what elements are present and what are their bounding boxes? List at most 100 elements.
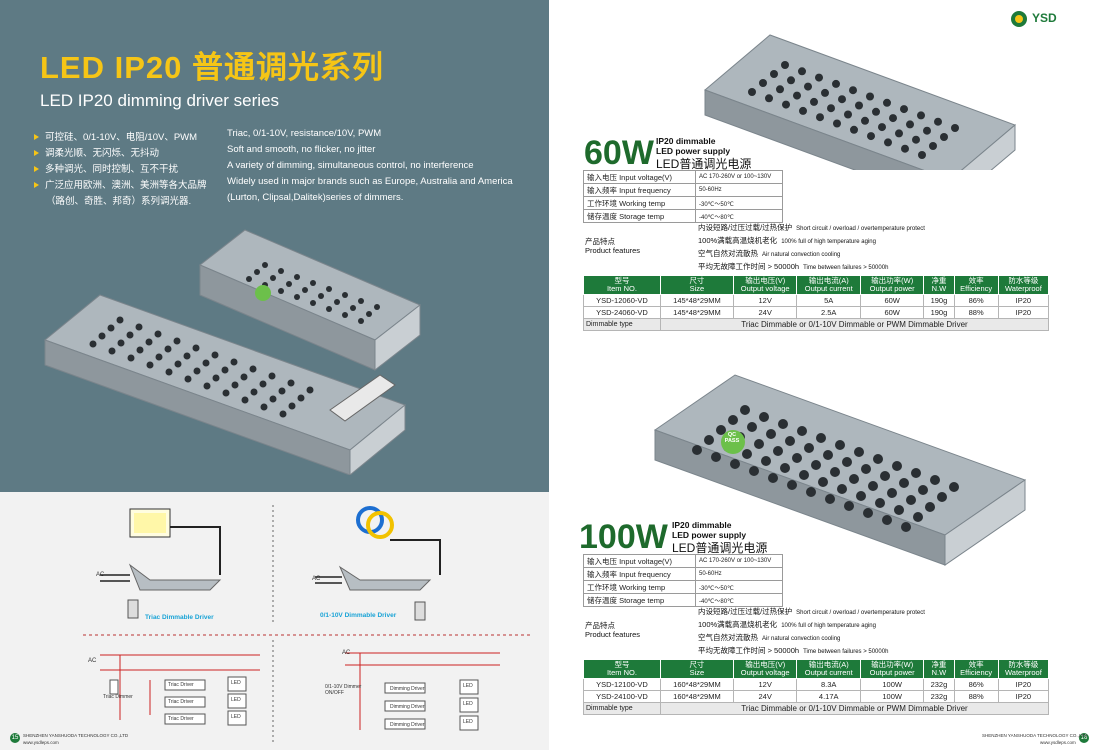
spec-label: 储存温度 Storage temp [583, 593, 696, 607]
vent-hole [873, 454, 883, 464]
watt-label: 60W [584, 134, 654, 172]
vent-hole [887, 488, 897, 498]
header-cn: 输出功率(W) [871, 276, 914, 285]
feature-cn-1: 调柔光顺、无闪烁、无抖动 [34, 145, 159, 159]
feature-cn-text: 调柔光顺、无闪烁、无抖动 [45, 148, 160, 159]
vent-hole [844, 110, 852, 119]
vent-hole [116, 316, 124, 324]
model-table-cell: 190g [923, 294, 955, 307]
triac-driver-icon [128, 563, 222, 591]
vent-hole [925, 502, 935, 512]
vent-hole [811, 460, 821, 470]
spec-row: 输入频率 Input frequency 50-60Hz [583, 183, 783, 197]
vent-hole [937, 492, 947, 502]
vent-hole [895, 129, 903, 138]
feature-label-en: Product features [585, 630, 641, 639]
feature-cn-4: （路创、奇胜、邦奇）系列调光器. [46, 193, 191, 207]
model-table-cell: YSD-24100-VD [583, 690, 661, 703]
spec-table: 输入电压 Input voltage(V) AC 170-260V or 100… [583, 170, 783, 223]
vent-hole [108, 347, 116, 355]
page-number-left: 15 [10, 733, 20, 743]
vent-hole [787, 76, 795, 85]
vent-hole [867, 132, 875, 141]
vent-hole [326, 286, 332, 292]
dimmable-en-1: IP20 dimmable [672, 520, 732, 530]
header-en: Item NO. [606, 668, 637, 677]
model-table-cell: 86% [953, 294, 999, 307]
vent-hole [778, 419, 788, 429]
model-table-cell: 160*48*29MM [659, 690, 734, 703]
feature-en: Time between failures > 50000h [803, 649, 889, 655]
feature-en: 100% full of high temperature aging [781, 239, 876, 245]
vent-hole [901, 522, 911, 532]
vent-hole [835, 440, 845, 450]
triac-driver-label: Triac Dimmable Driver [145, 614, 214, 621]
feature-cn-3: 广泛应用欧洲、澳洲、美洲等各大品牌 [34, 177, 207, 191]
triac-dimmer-label: Triac Dimmer [103, 694, 133, 700]
vent-hole [781, 61, 789, 69]
model-table-cell: 24V [732, 690, 798, 703]
vent-hole [799, 106, 807, 115]
vent-hole [880, 471, 890, 481]
ysd-logo: YSD [1010, 8, 1090, 35]
header-en: Output power [869, 668, 915, 677]
header-en: Efficiency [960, 668, 993, 677]
header-cn: 效率 [968, 276, 984, 285]
header-en: Size [689, 284, 705, 293]
vent-hole [231, 381, 239, 389]
header-en: Output power [869, 284, 915, 293]
model-table-cell: YSD-12100-VD [583, 678, 661, 691]
feature-cn: 空气自然对流散热 [698, 249, 758, 258]
feature-label-cn: 产品特点 [585, 237, 615, 246]
spec-row: 输入电压 Input voltage(V) AC 170-260V or 100… [583, 170, 783, 184]
vent-hole [849, 474, 859, 484]
vent-hole [174, 360, 182, 368]
model-table-cell: 160*48*29MM [659, 678, 734, 691]
vent-hole [940, 133, 948, 141]
vent-hole [818, 477, 828, 487]
header-cn: 净重 [931, 276, 947, 285]
circuit-driver-label-3: Triac Driver [168, 716, 194, 722]
vent-hole [254, 269, 260, 275]
header-en: Efficiency [960, 284, 993, 293]
header-cn: 输出电压(V) [745, 660, 786, 669]
vent-hole [249, 365, 257, 373]
dimmable-en-2: LED power supply [672, 530, 747, 540]
feature-cn: 内设短路/过压过载/过热保护 [698, 607, 793, 616]
vent-hole [918, 485, 928, 495]
dimmable-type-label: Dimmable type [583, 318, 661, 331]
header-en: Output voltage [740, 668, 790, 677]
vent-hole [117, 339, 125, 347]
model-table-cell: 5A [796, 294, 861, 307]
vent-hole [949, 482, 959, 492]
spec-value: -40℃～80℃ [695, 209, 783, 223]
vent-hole [212, 374, 220, 382]
vent-hole [776, 85, 784, 94]
bullet-triangle-icon [34, 150, 39, 157]
model-table-cell: 88% [953, 306, 999, 319]
vent-hole [825, 494, 835, 504]
vent-hole [269, 395, 277, 403]
feature-cn: 平均无故障工作时间 > 50000h [698, 262, 800, 271]
circuit-led-label-6: LED [463, 719, 473, 725]
vent-hole [765, 94, 773, 103]
dimmable-cn: LED普通调光电源 [656, 157, 752, 171]
vent-hole [759, 79, 767, 87]
vent-hole [203, 382, 211, 390]
60w-product-image [704, 34, 1016, 170]
vent-hole [173, 337, 181, 345]
vent-hole [861, 464, 871, 474]
model-table-header-cell: 输出电流(A)Output current [796, 659, 861, 679]
vent-hole [278, 268, 284, 274]
header-cn: 型号 [614, 660, 630, 669]
bullet-triangle-icon [34, 134, 39, 141]
qc-pass-sticker-100w [721, 430, 745, 454]
model-table-cell: 60W [859, 294, 925, 307]
header-cn: 型号 [614, 276, 630, 285]
feature-cn: 内设短路/过压过载/过热保护 [698, 223, 793, 232]
